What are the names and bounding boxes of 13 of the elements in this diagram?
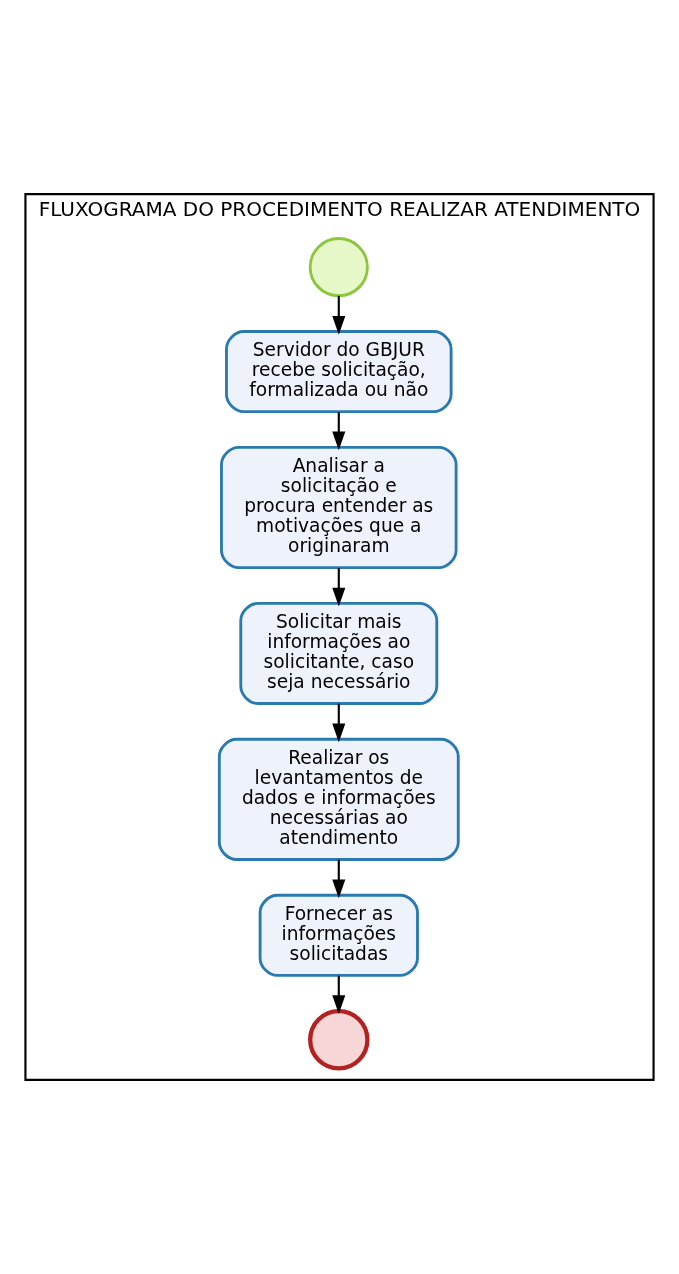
node-box: Fornecer as informações solicitadas	[258, 893, 419, 977]
node-box: Solicitar mais informações ao solicitante, caso seja necessário	[239, 601, 439, 705]
arrow	[332, 975, 346, 1014]
arrow	[332, 412, 346, 451]
arrow	[332, 295, 346, 335]
node-circle	[308, 1009, 370, 1071]
node-box: Realizar os levantamentos de dados e informações necessárias ao atendimento	[217, 737, 460, 861]
node-circle	[308, 237, 369, 298]
node-box: Servidor do GBJUR recebe solicitação, formalizada ou não	[225, 330, 453, 414]
node-box: Analisar a solicitação e procura entender as motivações que a originaram	[220, 446, 458, 570]
arrow	[332, 859, 346, 899]
arrow	[332, 703, 346, 743]
arrow	[332, 567, 346, 607]
